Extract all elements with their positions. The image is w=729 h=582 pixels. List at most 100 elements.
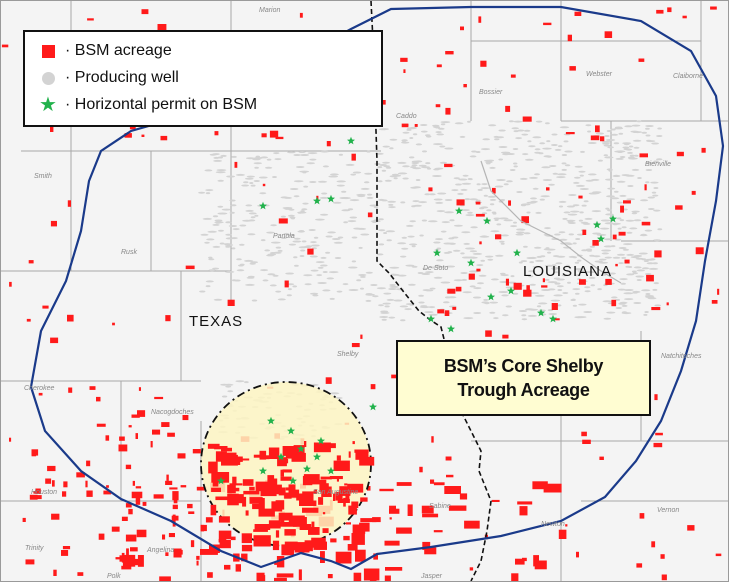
producing-well-dot: [303, 185, 309, 188]
producing-well-dot: [603, 317, 612, 320]
county-label: Webster: [586, 71, 612, 78]
producing-well-dot: [641, 258, 647, 261]
producing-well-dot: [293, 154, 301, 156]
acreage-parcel: [96, 423, 106, 427]
producing-well-dot: [378, 243, 385, 246]
producing-well-dot: [568, 194, 577, 196]
producing-well-dot: [575, 274, 581, 277]
producing-well-dot: [218, 229, 224, 232]
permit-star-icon: [317, 436, 325, 445]
acreage-parcel: [138, 387, 141, 391]
producing-well-dot: [290, 217, 295, 220]
acreage-parcel: [325, 377, 332, 384]
producing-well-dot: [397, 172, 408, 175]
acreage-parcel: [279, 522, 297, 527]
producing-well-dot: [246, 175, 255, 178]
legend-item-horizontal-permit: ★ · Horizontal permit on BSM: [37, 94, 257, 116]
permit-star-icon: [297, 444, 305, 453]
producing-well-dot: [378, 180, 383, 183]
acreage-parcel: [67, 200, 71, 207]
acreage-parcel: [29, 494, 38, 500]
acreage-parcel: [280, 476, 292, 481]
acreage-parcel: [445, 51, 454, 55]
acreage-parcel: [502, 334, 509, 339]
acreage-parcel: [284, 492, 292, 499]
producing-well-dot: [452, 249, 461, 252]
producing-well-dot: [302, 202, 309, 205]
producing-well-dot: [615, 157, 624, 160]
acreage-parcel: [284, 458, 289, 464]
producing-well-dot: [589, 254, 595, 257]
acreage-parcel: [389, 508, 400, 514]
producing-well-dot: [470, 226, 478, 229]
producing-well-dot: [599, 258, 607, 261]
producing-well-dot: [488, 124, 497, 127]
bsm-outline-boundary: [29, 5, 725, 571]
acreage-parcel: [464, 520, 480, 529]
producing-well-dot: [384, 179, 392, 182]
permit-star-icon: [467, 258, 475, 267]
producing-well-dot: [366, 150, 371, 153]
acreage-parcel: [118, 444, 128, 452]
acreage-parcel: [687, 525, 695, 531]
producing-well-dot: [440, 230, 447, 233]
producing-well-dot: [298, 246, 307, 249]
producing-well-dot: [627, 151, 633, 154]
producing-well-dot: [433, 143, 443, 146]
producing-well-dot: [641, 267, 650, 270]
producing-well-dot: [418, 201, 428, 204]
producing-well-dot: [387, 200, 397, 203]
producing-well-dot: [436, 133, 445, 136]
producing-well-dot: [628, 145, 634, 148]
producing-well-dot: [597, 159, 603, 162]
producing-well-dot: [440, 123, 446, 126]
producing-well-dot: [411, 160, 419, 163]
producing-well-dot: [293, 256, 298, 259]
producing-well-dot: [588, 276, 596, 279]
producing-well-dot: [421, 273, 431, 275]
acreage-parcel: [224, 564, 231, 570]
producing-well-dot: [401, 247, 409, 250]
acreage-parcel: [351, 533, 365, 545]
producing-well-dot: [529, 292, 540, 295]
acreage-parcel: [321, 486, 332, 497]
producing-well-dot: [287, 234, 295, 236]
acreage-parcel: [223, 452, 237, 460]
producing-well-dot: [465, 214, 475, 217]
acreage-parcel: [431, 436, 434, 443]
producing-well-dot: [358, 274, 367, 276]
producing-well-dot: [585, 248, 593, 251]
producing-well-dot: [325, 251, 331, 254]
producing-well-dot: [381, 318, 387, 321]
producing-well-dot: [635, 275, 644, 278]
producing-well-dot: [645, 127, 650, 130]
acreage-parcel: [330, 538, 337, 543]
producing-well-dot: [631, 168, 640, 171]
acreage-parcel: [242, 496, 247, 507]
producing-well-dot: [322, 165, 329, 168]
producing-well-dot: [239, 224, 247, 227]
producing-well-dot: [388, 316, 396, 319]
producing-well-dot: [547, 281, 558, 284]
acreage-parcel: [299, 524, 312, 530]
acreage-parcel: [578, 195, 583, 199]
producing-well-dot: [633, 266, 642, 269]
producing-well-dot: [405, 264, 415, 267]
producing-well-dot: [644, 273, 652, 275]
producing-well-dot: [580, 150, 585, 153]
producing-well-dot: [378, 198, 385, 201]
acreage-parcel: [326, 141, 331, 147]
producing-well-dot: [556, 278, 565, 281]
producing-well-dot: [548, 183, 555, 186]
producing-well-dot: [213, 156, 220, 159]
permit-star-icon: [287, 426, 295, 435]
producing-well-dot: [640, 199, 649, 202]
producing-well-dot: [605, 195, 616, 198]
producing-well-dot: [546, 248, 556, 251]
acreage-parcel: [711, 300, 718, 304]
producing-well-dot: [422, 267, 429, 270]
acreage-parcel: [278, 218, 288, 224]
acreage-parcel: [620, 205, 624, 213]
acreage-parcel: [274, 577, 287, 581]
producing-well-dot: [601, 252, 609, 255]
